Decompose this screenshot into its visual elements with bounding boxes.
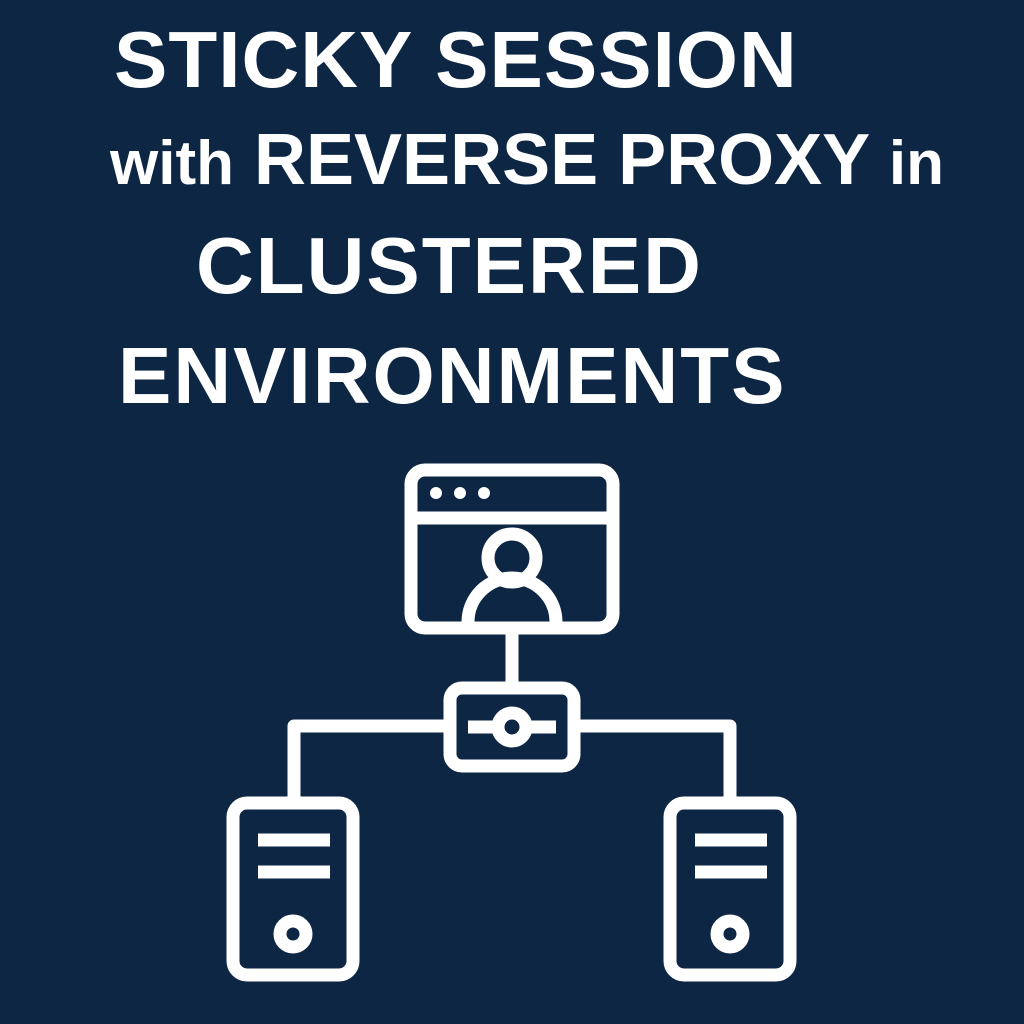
- title-line-4: ENVIRONMENTS: [118, 331, 787, 420]
- title-with: with: [110, 129, 234, 198]
- browser-user-icon: [404, 463, 620, 635]
- window-dots-icon: [430, 487, 490, 499]
- connector-lines: [287, 628, 737, 803]
- reverse-proxy-icon: [443, 681, 581, 773]
- server-icon: [663, 796, 797, 982]
- title-line-1: STICKY SESSION: [114, 15, 798, 104]
- server-icon: [226, 796, 360, 982]
- title-line-2: with REVERSE PROXY in: [110, 124, 944, 196]
- title-line-3: CLUSTERED: [196, 221, 703, 310]
- title-in: in: [888, 129, 945, 198]
- title-reverse-proxy: REVERSE PROXY: [254, 120, 869, 200]
